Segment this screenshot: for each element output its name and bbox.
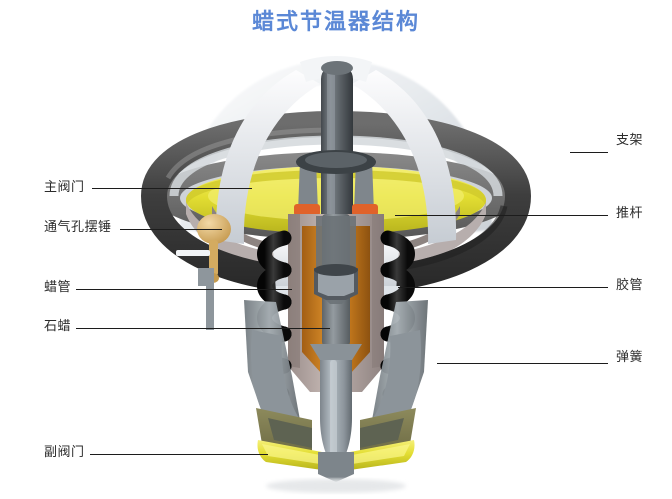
leader-aux-valve <box>90 454 268 455</box>
leader-paraffin-wax <box>76 328 330 329</box>
label-spring: 弹簧 <box>616 350 644 365</box>
secondary-valve <box>257 440 415 482</box>
label-paraffin-wax: 石蜡 <box>44 319 72 334</box>
lower-stem <box>310 344 362 470</box>
leader-wax-tube <box>76 289 292 290</box>
label-main-valve: 主阀门 <box>44 180 85 195</box>
bracket-left-stem <box>198 268 214 330</box>
wax-capsule <box>288 214 384 392</box>
page-title: 蜡式节温器结构 <box>251 10 420 35</box>
label-bracket: 支架 <box>616 133 644 148</box>
leader-bracket <box>570 152 608 153</box>
label-rubber-hose: 胶管 <box>616 278 644 293</box>
leader-rubber-hose <box>398 287 608 288</box>
leader-spring <box>437 363 608 364</box>
lower-frame <box>244 300 428 452</box>
rod-collar <box>294 150 378 216</box>
leader-push-rod <box>395 215 608 216</box>
label-wax-tube: 蜡管 <box>44 280 72 295</box>
label-push-rod: 推杆 <box>616 206 644 221</box>
leader-vent-pendulum <box>120 229 222 230</box>
leader-main-valve <box>92 188 252 189</box>
label-aux-valve: 副阀门 <box>44 445 85 460</box>
label-vent-pendulum: 通气孔摆锤 <box>44 220 112 235</box>
